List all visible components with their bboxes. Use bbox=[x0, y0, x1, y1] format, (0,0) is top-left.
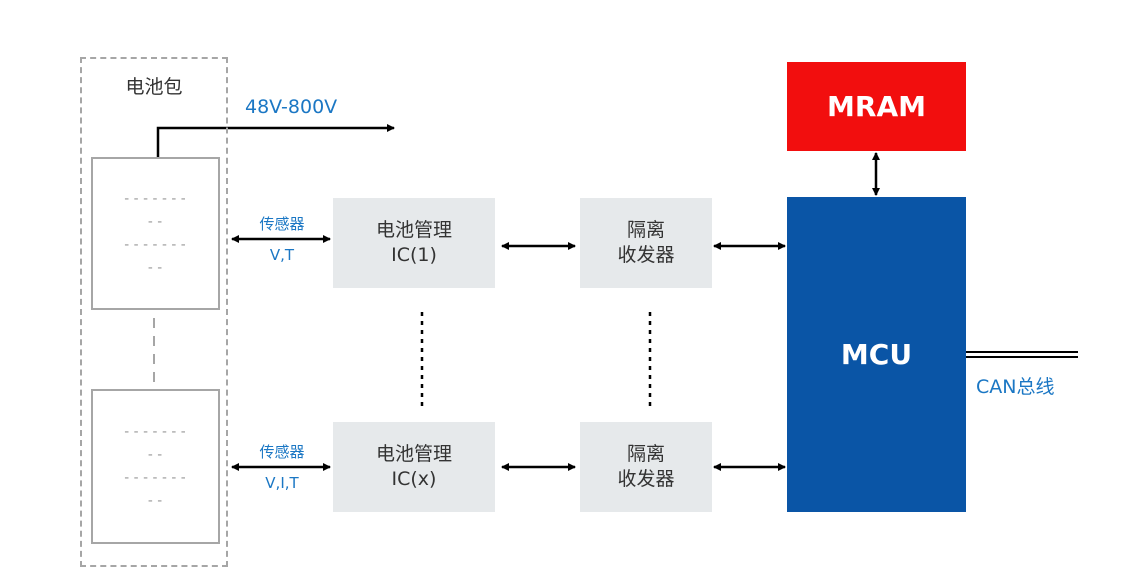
signals-label-2: V,I,T bbox=[265, 474, 299, 492]
sensor-label-2: 传感器 bbox=[259, 443, 305, 461]
cell-dash-line: -- bbox=[146, 214, 165, 230]
iso-x-line1: 隔离 bbox=[626, 443, 665, 465]
battery-cell-bottom: ------- -- ------- -- bbox=[91, 389, 220, 544]
voltage-label: 48V-800V bbox=[245, 96, 338, 118]
bms-ic-x: 电池管理 IC(x) bbox=[333, 422, 495, 512]
signals-label-1: V,T bbox=[269, 246, 295, 264]
cell-dash-line: ------- bbox=[122, 424, 189, 440]
can-bus-label: CAN总线 bbox=[976, 376, 1055, 398]
mram-block: MRAM bbox=[787, 62, 966, 151]
iso-1-line1: 隔离 bbox=[626, 219, 665, 241]
bms-ic-x-line2: IC(x) bbox=[391, 468, 437, 490]
battery-cell-top: ------- -- ------- -- bbox=[91, 157, 220, 310]
battery-pack-title: 电池包 bbox=[125, 76, 183, 98]
bms-ic-x-line1: 电池管理 bbox=[375, 443, 452, 465]
cell-dash-line: ------- bbox=[122, 237, 189, 253]
hv-output-arrow bbox=[156, 124, 395, 157]
iso-1-line2: 收发器 bbox=[617, 244, 675, 266]
cell-dash-line: -- bbox=[146, 260, 165, 276]
cell-dash-line: ------- bbox=[122, 191, 189, 207]
cell-dash-line: -- bbox=[146, 447, 165, 463]
sensor-label-1: 传感器 bbox=[259, 215, 305, 233]
cell-dash-line: -- bbox=[146, 493, 165, 509]
isolated-transceiver-x: 隔离 收发器 bbox=[580, 422, 712, 512]
isolated-transceiver-1: 隔离 收发器 bbox=[580, 198, 712, 288]
bms-ic-1-line2: IC(1) bbox=[391, 244, 437, 266]
battery-pack-outline bbox=[80, 57, 228, 567]
bms-ic-1-line1: 电池管理 bbox=[375, 219, 452, 241]
mcu-block: MCU bbox=[787, 197, 966, 512]
bms-ic-1: 电池管理 IC(1) bbox=[333, 198, 495, 288]
iso-x-line2: 收发器 bbox=[617, 468, 675, 490]
cell-dash-line: ------- bbox=[122, 470, 189, 486]
